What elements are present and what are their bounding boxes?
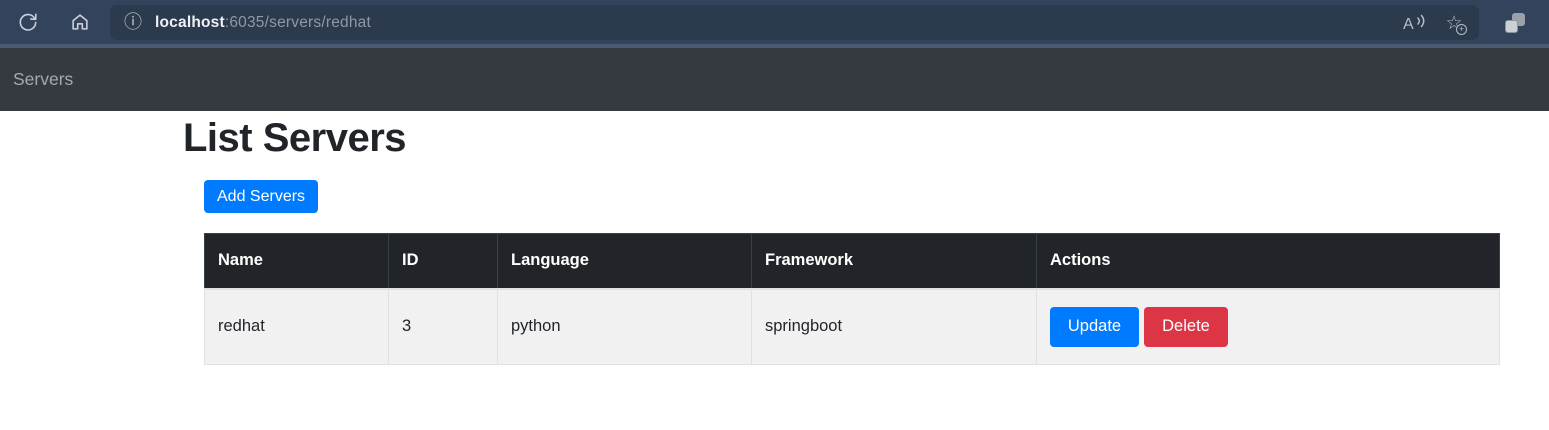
column-header-id: ID [388,233,498,290]
servers-table-body: redhat 3 python springboot Update Delete [204,288,1500,365]
delete-button[interactable]: Delete [1144,306,1228,347]
page-front-shape [1505,20,1518,33]
reload-icon-glyph [19,13,37,31]
cell-id: 3 [388,288,498,365]
page-title: List Servers [183,116,407,160]
reload-icon[interactable] [12,6,44,38]
toolbar-divider [0,44,1549,48]
star-plus-badge: + [1456,23,1467,35]
addressbar-right-icons: A ☆ + [1399,8,1469,38]
navbar-brand-servers[interactable]: Servers [13,69,74,89]
actions-group: Update Delete [1050,306,1486,347]
servers-table-header: Name ID Language Framework Actions [204,233,1500,290]
url-path: :6035/servers/redhat [224,13,372,31]
home-icon-glyph [72,14,88,30]
add-favorite-star-icon[interactable]: ☆ + [1439,8,1469,38]
cell-framework: springboot [751,288,1037,365]
read-aloud-icon-glyph: A [1403,14,1425,33]
cell-name: redhat [204,288,389,365]
cell-language: python [497,288,752,365]
info-icon[interactable]: ⓘ [124,11,142,33]
home-icon[interactable] [64,6,96,38]
servers-table: Name ID Language Framework Actions redha… [204,233,1500,365]
read-aloud-icon[interactable]: A [1399,8,1429,38]
svg-text:A: A [1403,16,1414,33]
update-button[interactable]: Update [1050,306,1139,347]
table-row: redhat 3 python springboot Update Delete [204,288,1500,365]
column-header-language: Language [497,233,752,290]
cell-actions: Update Delete [1036,288,1500,365]
url-text[interactable]: localhost:6035/servers/redhat [155,14,371,32]
app-navbar: Servers [0,48,1549,111]
header-row: Name ID Language Framework Actions [204,233,1500,290]
url-host: localhost [155,13,225,31]
column-header-name: Name [204,233,389,290]
column-header-framework: Framework [751,233,1037,290]
address-bar[interactable]: ⓘ localhost:6035/servers/redhat A ☆ + [110,5,1479,40]
overlapping-pages-icon[interactable] [1503,13,1527,33]
column-header-actions: Actions [1036,233,1500,290]
add-servers-button[interactable]: Add Servers [204,180,319,213]
browser-toolbar: ⓘ localhost:6035/servers/redhat A ☆ + [0,0,1549,44]
